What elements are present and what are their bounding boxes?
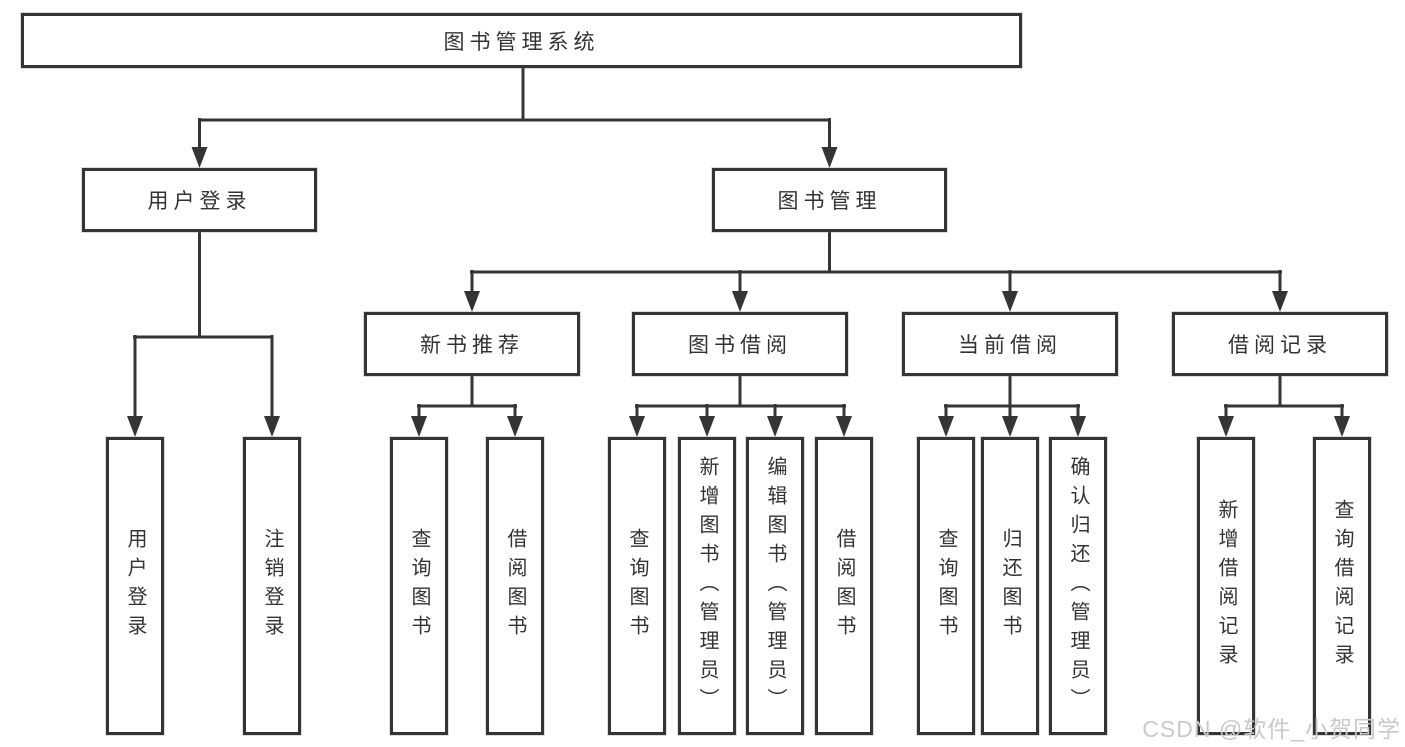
csdn-watermark: CSDN @软件_小贺同学 <box>1142 716 1401 742</box>
leaf-cb-query-books-label: 查询图书 <box>935 528 957 644</box>
leaf-cb-query-books: 查询图书 <box>917 437 975 735</box>
leaf-br-query-record: 查询借阅记录 <box>1313 437 1371 735</box>
node-new-book-recommend-label: 新书推荐 <box>420 334 524 357</box>
node-current-borrowing: 当前借阅 <box>902 312 1118 376</box>
leaf-br-add-record: 新增借阅记录 <box>1197 437 1255 735</box>
leaf-logout: 注销登录 <box>243 437 301 735</box>
leaf-logout-label: 注销登录 <box>261 528 283 644</box>
node-new-book-recommend: 新书推荐 <box>364 312 580 376</box>
leaf-br-query-record-label: 查询借阅记录 <box>1331 499 1353 673</box>
leaf-cb-confirm-return-admin-label: 确认归还（管理员） <box>1067 455 1089 717</box>
node-book-management-label: 图书管理 <box>777 190 882 213</box>
node-user-login-label: 用户登录 <box>147 190 252 213</box>
leaf-bb-edit-books-admin: 编辑图书（管理员） <box>746 437 804 735</box>
leaf-nbr-borrow-books-label: 借阅图书 <box>504 528 526 644</box>
leaf-user-login-action: 用户登录 <box>106 437 164 735</box>
leaf-cb-return-books: 归还图书 <box>981 437 1039 735</box>
node-book-borrowing-label: 图书借阅 <box>688 334 792 357</box>
node-borrowing-records-label: 借阅记录 <box>1228 334 1332 357</box>
leaf-bb-query-books: 查询图书 <box>608 437 666 735</box>
leaf-cb-return-books-label: 归还图书 <box>999 528 1021 644</box>
node-book-management: 图书管理 <box>712 168 947 232</box>
leaf-bb-add-books-admin-label: 新增图书（管理员） <box>696 455 718 717</box>
leaf-nbr-query-books-label: 查询图书 <box>408 528 430 644</box>
node-user-login: 用户登录 <box>82 168 317 232</box>
node-current-borrowing-label: 当前借阅 <box>958 334 1062 357</box>
leaf-cb-confirm-return-admin: 确认归还（管理员） <box>1049 437 1107 735</box>
node-book-borrowing: 图书借阅 <box>632 312 848 376</box>
node-root-label: 图书管理系统 <box>443 30 600 54</box>
node-borrowing-records: 借阅记录 <box>1172 312 1388 376</box>
leaf-bb-edit-books-admin-label: 编辑图书（管理员） <box>764 455 786 717</box>
leaf-nbr-query-books: 查询图书 <box>390 437 448 735</box>
leaf-bb-add-books-admin: 新增图书（管理员） <box>678 437 736 735</box>
leaf-bb-query-books-label: 查询图书 <box>626 528 648 644</box>
leaf-bb-borrow-books-label: 借阅图书 <box>833 528 855 644</box>
leaf-user-login-action-label: 用户登录 <box>124 528 146 644</box>
leaf-nbr-borrow-books: 借阅图书 <box>486 437 544 735</box>
leaf-bb-borrow-books: 借阅图书 <box>815 437 873 735</box>
node-root-library-management-system: 图书管理系统 <box>21 13 1022 68</box>
leaf-br-add-record-label: 新增借阅记录 <box>1215 499 1237 673</box>
